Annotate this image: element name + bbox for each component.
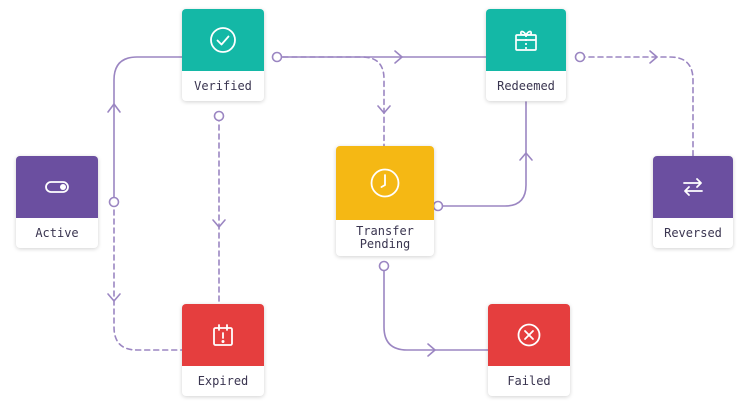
node-failed[interactable]: Failed [488, 304, 570, 396]
node-active[interactable]: Active [16, 156, 98, 248]
calendar-alert-icon [213, 324, 233, 346]
node-label: Active [35, 225, 79, 240]
toggle-icon [45, 181, 69, 193]
clock-icon [370, 168, 400, 198]
edge-verified-pending [282, 56, 385, 147]
node-reversed[interactable]: Reversed [653, 156, 733, 248]
node-label: Expired [197, 373, 249, 388]
edge-port [574, 51, 586, 63]
arrow-down-icon [212, 219, 226, 228]
check-circle-icon [210, 27, 236, 53]
node-label: Redeemed [497, 78, 555, 93]
x-circle-icon [517, 323, 541, 347]
arrow-right-icon [394, 50, 403, 64]
edge-pending-redeemed [437, 101, 527, 207]
node-label: Transfer Pending [356, 224, 414, 251]
edge-port [271, 51, 283, 63]
node-label: Verified [194, 78, 252, 93]
node-verified[interactable]: Verified [182, 9, 264, 101]
edge-redeemed-reversed [579, 56, 694, 157]
arrow-right-icon [427, 343, 436, 357]
node-expired[interactable]: Expired [182, 304, 264, 396]
node-label: Reversed [664, 225, 722, 240]
swap-arrows-icon [683, 178, 703, 196]
edge-port [432, 200, 444, 212]
node-redeemed[interactable]: Redeemed [486, 9, 566, 101]
edge-active-verified [113, 56, 183, 202]
edge-port [108, 196, 120, 208]
arrow-right-icon [649, 50, 658, 64]
arrow-down-icon [377, 105, 391, 114]
arrow-up-icon [519, 152, 533, 161]
arrow-down-icon [107, 293, 121, 302]
arrow-up-icon [107, 103, 121, 113]
edge-port [213, 110, 225, 122]
node-label: Failed [507, 373, 551, 388]
edge-active-expired [113, 200, 183, 351]
node-transfer-pending[interactable]: Transfer Pending [336, 146, 434, 256]
edge-port [378, 260, 390, 272]
edge-pending-failed [383, 265, 489, 351]
gift-icon [515, 30, 537, 51]
